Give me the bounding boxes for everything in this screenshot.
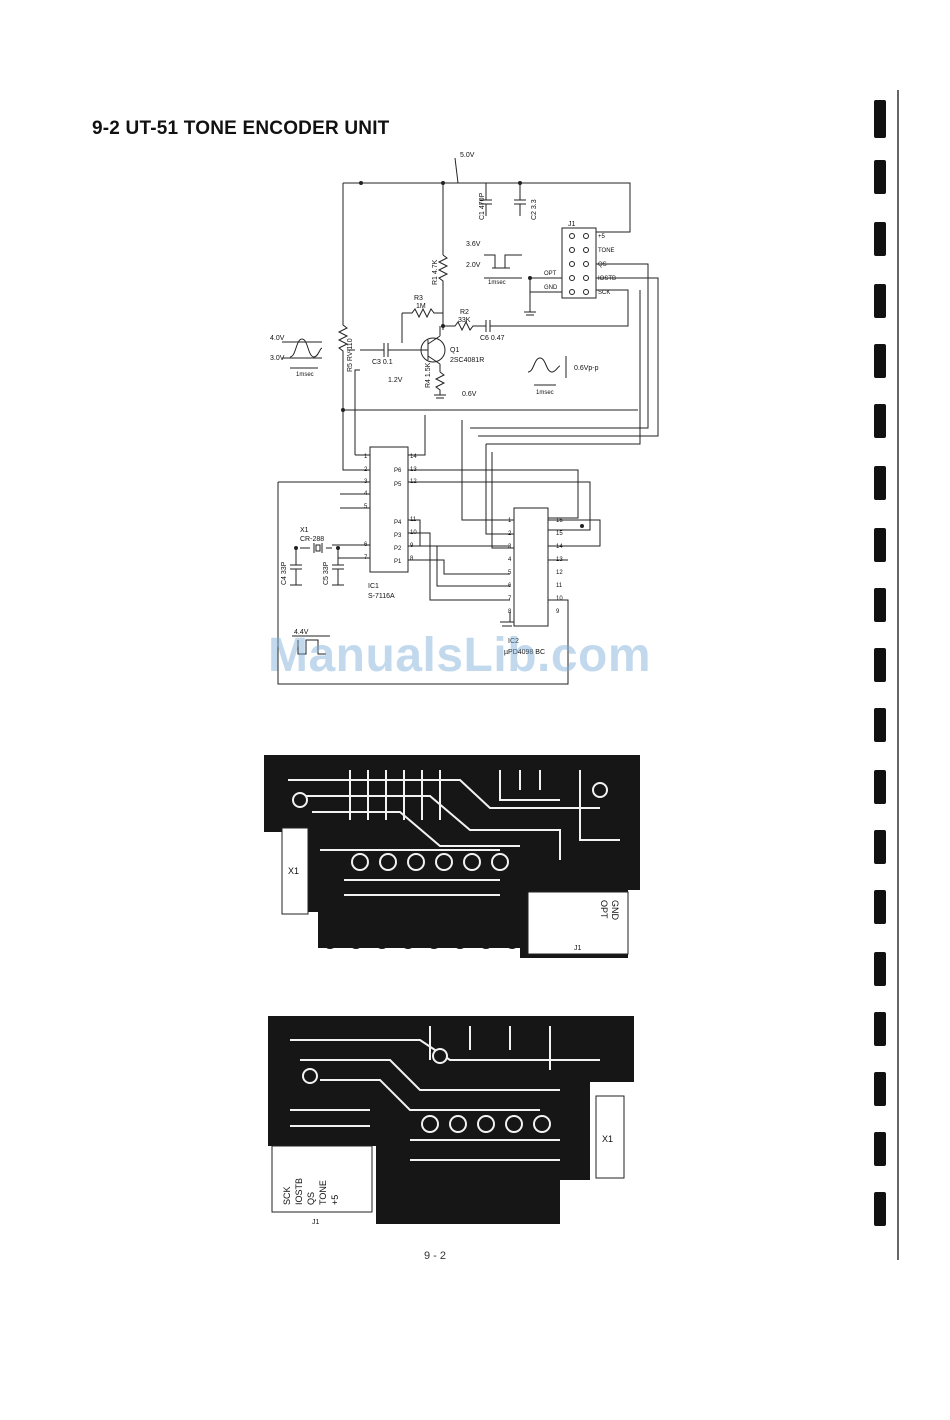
ic1-pin: 1 [364,454,368,460]
base-voltage-label: 1.2V [388,377,403,384]
ic1-port-label: P3 [394,533,402,539]
pcb-bottom-pin-sck: SCK [282,1186,292,1205]
ic2-pin: 7 [508,596,512,602]
in-low-voltage-label: 3.0V [270,355,285,362]
x1-label: X1 [300,527,309,534]
ic2-pin: 2 [508,531,512,537]
ptp-timebase-label: 1msec [536,390,554,396]
r4-label: R4 1.5K [425,362,432,388]
r3-value-label: 1M [416,303,426,310]
out-low-voltage-label: 2.0V [466,262,481,269]
ic1-pin: 8 [410,556,414,562]
out-ptp-voltage-label: 0.6Vp-p [574,365,599,372]
out-high-voltage-label: 3.6V [466,241,481,248]
c6-label: C6 0.47 [480,335,505,342]
ic2-pin: 6 [508,583,512,589]
ic1-pin: 13 [410,467,417,473]
ic1-pin: 3 [364,479,368,485]
page-title: 9-2 UT-51 TONE ENCODER UNIT [92,118,390,139]
ic2-pin: 3 [508,544,512,550]
ic2-pin: 15 [556,531,563,537]
q1-label: Q1 [450,347,459,354]
c4-label: C4 33P [281,561,288,585]
emitter-voltage-label: 0.6V [462,391,477,398]
x1-part-label: CR-288 [300,536,324,543]
watermark: ManualsLib.com [268,629,652,682]
ic1-port-label: P5 [394,482,402,488]
clock-voltage-label: 4.4V [294,629,309,636]
ic2-pin: 1 [508,518,512,524]
pcb-bottom-pin-tone: TONE [318,1180,328,1205]
ic1-port-label: P4 [394,520,402,526]
pcb-top-opt-label: OPT [599,900,609,919]
ic1-pin: 10 [410,530,417,536]
r5-label: R5 RV-110 [347,338,354,372]
ic1-port-label: P2 [394,546,402,552]
in-high-voltage-label: 4.0V [270,335,285,342]
supply-voltage-label: 5.0V [460,152,475,159]
ic1-part-label: S-7116A [368,593,395,600]
out-timebase-label: 1msec [488,280,506,286]
r1-label: R1 4.7K [432,259,439,285]
page-number: 9 - 2 [424,1250,447,1262]
ic2-pin: 16 [556,518,563,524]
pcb-bottom-pin-iostb: IOSTB [294,1178,304,1205]
j1-pin-5v: +5 [598,234,606,240]
pcb-bottom-j1-block [271,1145,373,1213]
j1-pin-sck: SCK [598,290,610,296]
ic2-pin: 8 [508,609,512,615]
ic1-pin: 11 [410,517,417,523]
j1-label: J1 [568,221,576,228]
pcb-bottom-x1-label: X1 [602,1134,613,1144]
c3-label: C3 0.1 [372,359,393,366]
ic2-pin: 12 [556,570,563,576]
pcb-bottom-x1-block [595,1095,625,1179]
j1-pin-qs: QS [598,262,607,268]
c1-label: C1 470P [479,192,486,220]
ic2-label: IC2 [508,638,519,645]
ic2-pin: 13 [556,557,563,563]
in-timebase-label: 1msec [296,372,314,378]
pcb-bottom-pin-qs: QS [306,1192,316,1205]
ic2-pin: 9 [556,609,560,615]
ic1-pin: 4 [364,491,368,497]
ic2-pin: 11 [556,583,563,589]
ic1-pin: 7 [364,555,368,561]
ic1-pin: 2 [364,467,368,473]
j1-opt-label: OPT [544,271,557,277]
r2-value-label: 33K [458,317,471,324]
ic2-pin: 5 [508,570,512,576]
ic1-port-label: P6 [394,468,402,474]
c5-label: C5 33P [323,561,330,585]
j1-gnd-label: GND [544,285,558,291]
ic2-pin: 10 [556,596,563,602]
j1-pin-tone: TONE [598,248,615,254]
ic2-pin: 4 [508,557,512,563]
r3-label: R3 [414,295,423,302]
ic1-pin: 9 [410,543,414,549]
ic1-label: IC1 [368,583,379,590]
pcb-top-j1-label: J1 [574,945,582,952]
pcb-top-j1-block [527,891,629,955]
ic1-pin: 6 [364,542,368,548]
pcb-bottom-j1-label: J1 [312,1219,320,1226]
pcb-top-gnd-label: GND [610,900,620,921]
ic1-pin: 12 [410,479,417,485]
ic1-port-label: P1 [394,559,402,565]
q1-part-label: 2SC4081R [450,357,484,364]
pcb-top-x1-block [281,827,309,915]
ic2-part-label: µPD4098 BC [504,649,545,656]
c2-label: C2 3.3 [531,199,538,220]
pcb-bottom-pin-5v: +5 [330,1195,340,1205]
ic1-pin: 14 [410,454,417,460]
pcb-top-x1-label: X1 [288,866,299,876]
ic2-pin: 14 [556,544,563,550]
j1-pin-iostb: IOSTB [598,276,616,282]
r2-label: R2 [460,309,469,316]
ic1-pin: 5 [364,504,368,510]
